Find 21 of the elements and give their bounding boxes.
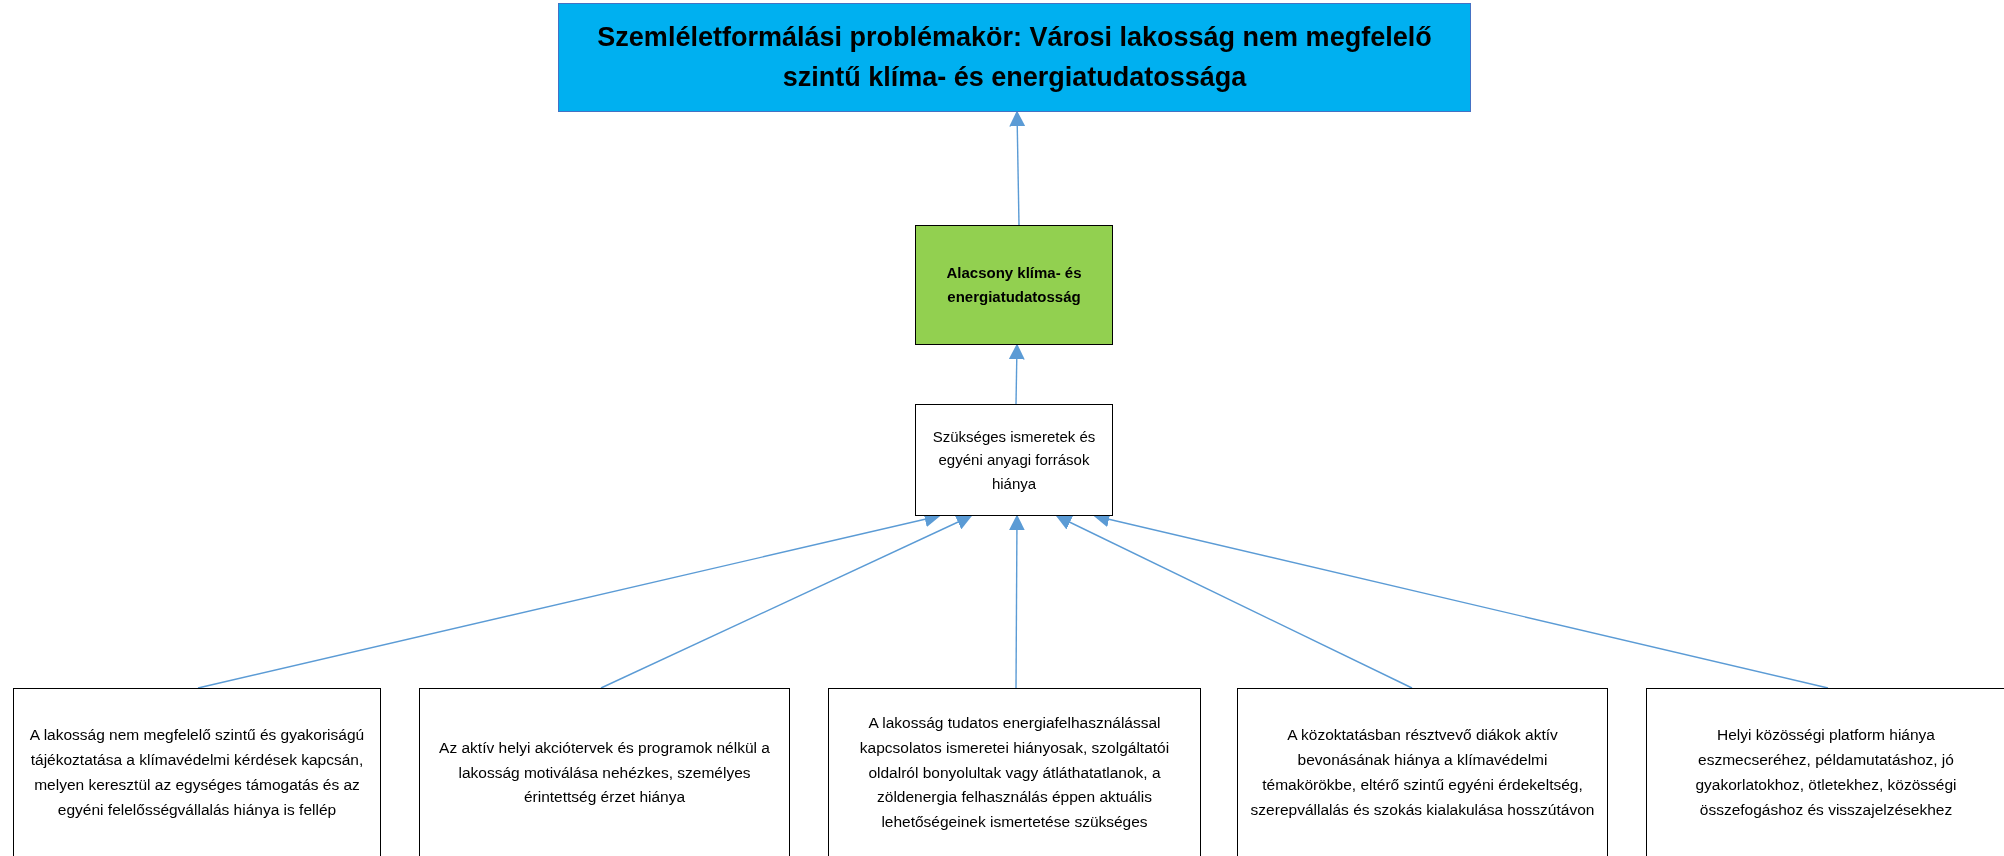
title-box <box>558 3 1471 112</box>
node-text: Az aktív helyi akciótervek és programok nélkül a lakosság motiválása nehézkes, személyes érintettség érzet hiánya <box>438 737 771 808</box>
cause-box <box>1646 688 2004 856</box>
node-text: A közoktatásban résztvevő diákok aktív bevonásának hiánya a klímavédelmi témakörökbe, eltérő szintű egyéni érdekeltség, szerepvállalás és szokás kialakulása hosszútávon <box>1250 725 1595 820</box>
arrow <box>1008 514 1025 689</box>
node-text: A lakosság tudatos energiafelhasználással kapcsolatos ismeretei hiányosak, szolgáltatói oldalról bonyolultak vagy átláthatatlanok, a zöldenergia felhasználás éppen aktuális lehetőségeinek ismertetése szükséges <box>858 713 1171 833</box>
node-text: Szükséges ismeretek és egyéni anyagi források hiánya <box>931 427 1097 494</box>
cause-box <box>915 404 1113 516</box>
arrow <box>1055 515 1413 689</box>
node-text: A lakosság nem megfelelő szintű és gyakoriságú tájékoztatása a klímavédelmi kérdések kapcsán, melyen keresztül az egységes támogatás és az egyéni felelősségvállalás hiánya is fellép <box>28 725 366 820</box>
arrow <box>1008 343 1025 405</box>
cause-box <box>828 688 1201 856</box>
title-text: Szemléletformálási problémakör: Városi lakosság nem megfelelő szintű klíma- és energiatudatossága <box>596 21 1433 94</box>
cause-box <box>419 688 790 856</box>
cause-box <box>1237 688 1608 856</box>
arrow <box>600 514 973 689</box>
problem-box <box>915 225 1113 345</box>
arrow <box>1009 110 1026 226</box>
cause-box <box>13 688 381 856</box>
node-text: Alacsony klíma- és energiatudatosság <box>945 263 1083 307</box>
node-text: Helyi közösségi platform hiánya eszmecseréhez, példamutatáshoz, jó gyakorlatokhoz, ötletekhez, közösségi összefogáshoz és visszajelzésekhez <box>1694 725 1958 820</box>
